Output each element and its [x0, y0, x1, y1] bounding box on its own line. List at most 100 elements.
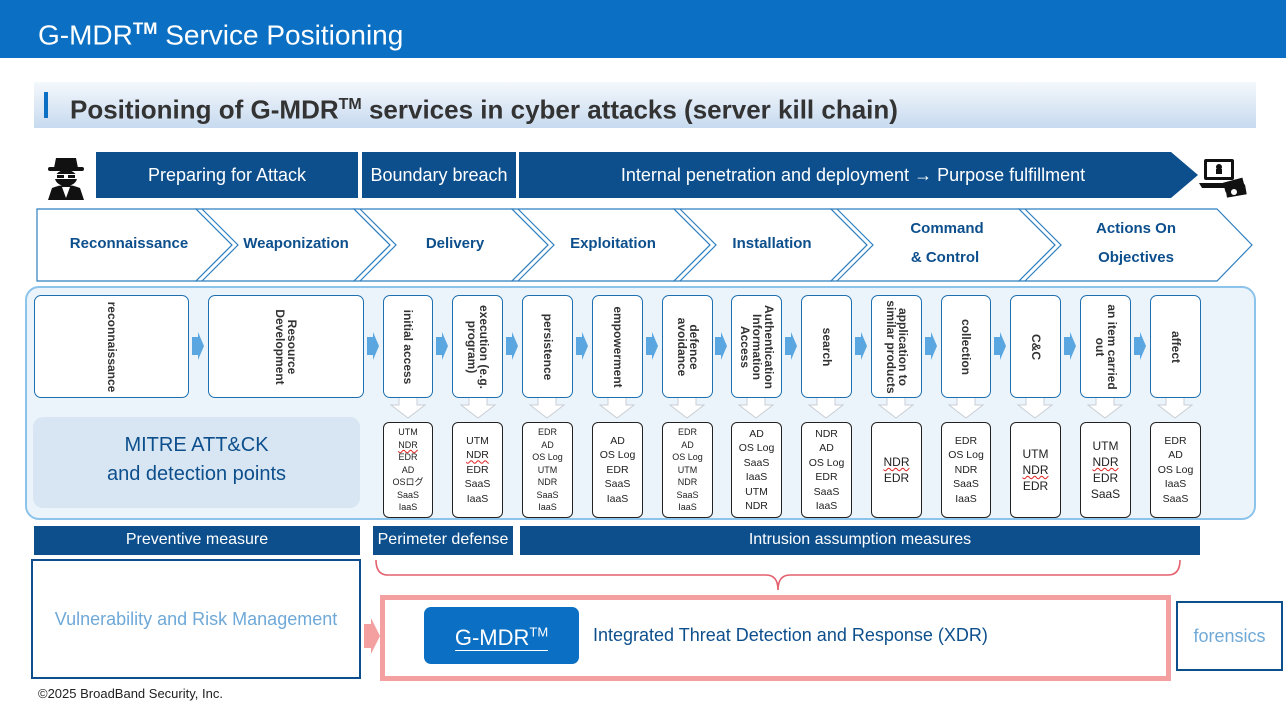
tactic-label: C&C [1028, 333, 1043, 360]
detection-item: OS Log [532, 452, 563, 463]
tactic-reconnaissance: reconnaissance [34, 295, 189, 398]
tactic-c-and-c: C&C [1010, 295, 1061, 398]
subtitle-pre: Positioning of G-MDR [70, 94, 339, 125]
phase-arrow-shape [519, 152, 1198, 198]
detection-item: EDR [398, 452, 418, 463]
header-title-rest: Service Positioning [157, 19, 404, 51]
detection-item: AD [819, 442, 834, 454]
tactic-label: execution (e.g. program) [464, 304, 491, 389]
detection-item: EDR [1164, 434, 1187, 447]
stage-installation: Installation [732, 235, 812, 252]
detection-item: NDR [537, 477, 558, 488]
phase-preparing-for-attack: Preparing for Attack [96, 152, 358, 198]
header-title: G-MDR [38, 19, 133, 51]
detection-item: SaaS [953, 478, 979, 491]
stage-chevrons [36, 208, 1253, 282]
detection-item: NDR [883, 455, 910, 469]
detection-item: EDR [815, 471, 838, 483]
detection-item: OSログ [392, 477, 424, 488]
detection-item: OS Log [808, 456, 845, 469]
detection-item: OS Log [1157, 463, 1194, 476]
detection-item: OS Log [672, 452, 703, 463]
detection-item: OS Log [599, 449, 636, 462]
tactic-persistence: persistence [522, 295, 573, 398]
tactic-resource-development: Resource Development [208, 295, 364, 398]
phase-internal-penetration: Internal penetration and deployment → Pu… [620, 165, 1086, 185]
detection-item: SaaS [813, 485, 840, 498]
stage-reconnaissance: Reconnaissance [69, 235, 189, 252]
detection-item: IaaS [398, 502, 418, 513]
ransom-laptop-icon [1199, 159, 1247, 198]
tactic-label: empowerment [610, 305, 625, 388]
detection-item: EDR [537, 427, 557, 438]
detection-item: EDR [677, 427, 697, 438]
detection-item: OS Log [738, 442, 775, 454]
detection-item: UTM [745, 485, 768, 498]
detection-item: UTM [537, 464, 558, 475]
copyright: ©2025 BroadBand Security, Inc. [38, 686, 223, 701]
stage-exploitation: Exploitation [570, 235, 656, 252]
detection-item: IaaS [678, 502, 697, 513]
detection-item: OS Log [948, 449, 984, 462]
tactic-execution: execution (e.g. program) [452, 295, 503, 398]
subtitle-band: Positioning of G-MDRTM services in cyber… [34, 82, 1256, 128]
detection-item: SaaS [743, 456, 770, 469]
detection-item: IaaS [1164, 478, 1187, 491]
tactic-label: affect [1168, 330, 1183, 363]
subtitle-text: Positioning of G-MDRTM services in cyber… [70, 82, 898, 133]
detection-item: SaaS [676, 489, 699, 500]
detection-item: EDR [606, 463, 629, 476]
tactic-search: search [801, 295, 852, 398]
detection-item: SaaS [396, 489, 420, 500]
grouping-brace [375, 559, 1181, 591]
stage-objectives: Objectives [1098, 249, 1174, 266]
detection-item: NDR [954, 463, 978, 476]
detection-item: IaaS [745, 471, 768, 483]
tactic-application-to-similar-products: application to similar products [871, 295, 922, 398]
detection-item: AD [1168, 449, 1183, 462]
detection-item: NDR [745, 500, 768, 512]
stage-and-control: & Control [910, 249, 980, 266]
pink-arrow-icon [364, 618, 380, 654]
detection-item: AD [610, 434, 625, 447]
detection-item: NDR [815, 427, 838, 440]
tactic-authentication-information-access: Authentication Information Access [731, 295, 782, 398]
mitre-label-line2: and detection points [106, 463, 287, 485]
subtitle-accent-bar [44, 92, 48, 118]
gmdr-badge: G-MDRTM [424, 607, 579, 664]
tactic-label: Authentication Information Access [737, 304, 776, 389]
detection-item: UTM [1092, 439, 1119, 453]
detection-item: IaaS [538, 502, 557, 513]
gmdr-tm: TM [529, 625, 549, 640]
tactic-empowerment: empowerment [592, 295, 643, 398]
tactic-affect: affect [1150, 295, 1201, 398]
gmdr-label-text: G-MDR [454, 625, 530, 651]
gmdr-panel [380, 595, 1171, 681]
category-perimeter-defense: Perimeter defense [373, 526, 513, 555]
tactic-collection: collection [941, 295, 991, 398]
header-tm: TM [132, 19, 158, 38]
tactic-label: reconnaissance [104, 301, 119, 392]
gmdr-label: G-MDRTM [454, 625, 549, 652]
tactic-label: search [819, 327, 834, 366]
forensics-box: forensics [1176, 601, 1283, 671]
detection-box: NDR EDR [871, 422, 922, 518]
detection-item: AD [681, 439, 694, 450]
detection-item: EDR [883, 471, 910, 485]
detection-item: SaaS [604, 478, 631, 491]
detection-item: UTM [677, 464, 698, 475]
tactic-label: Resource Development [273, 308, 299, 385]
tactic-initial-access: initial access [383, 295, 433, 398]
phase-boundary-breach: Boundary breach [362, 152, 516, 198]
mitre-label: MITRE ATT&CK and detection points [33, 417, 360, 508]
detection-item: SaaS [1162, 492, 1189, 505]
tactic-label: persistence [540, 313, 555, 380]
